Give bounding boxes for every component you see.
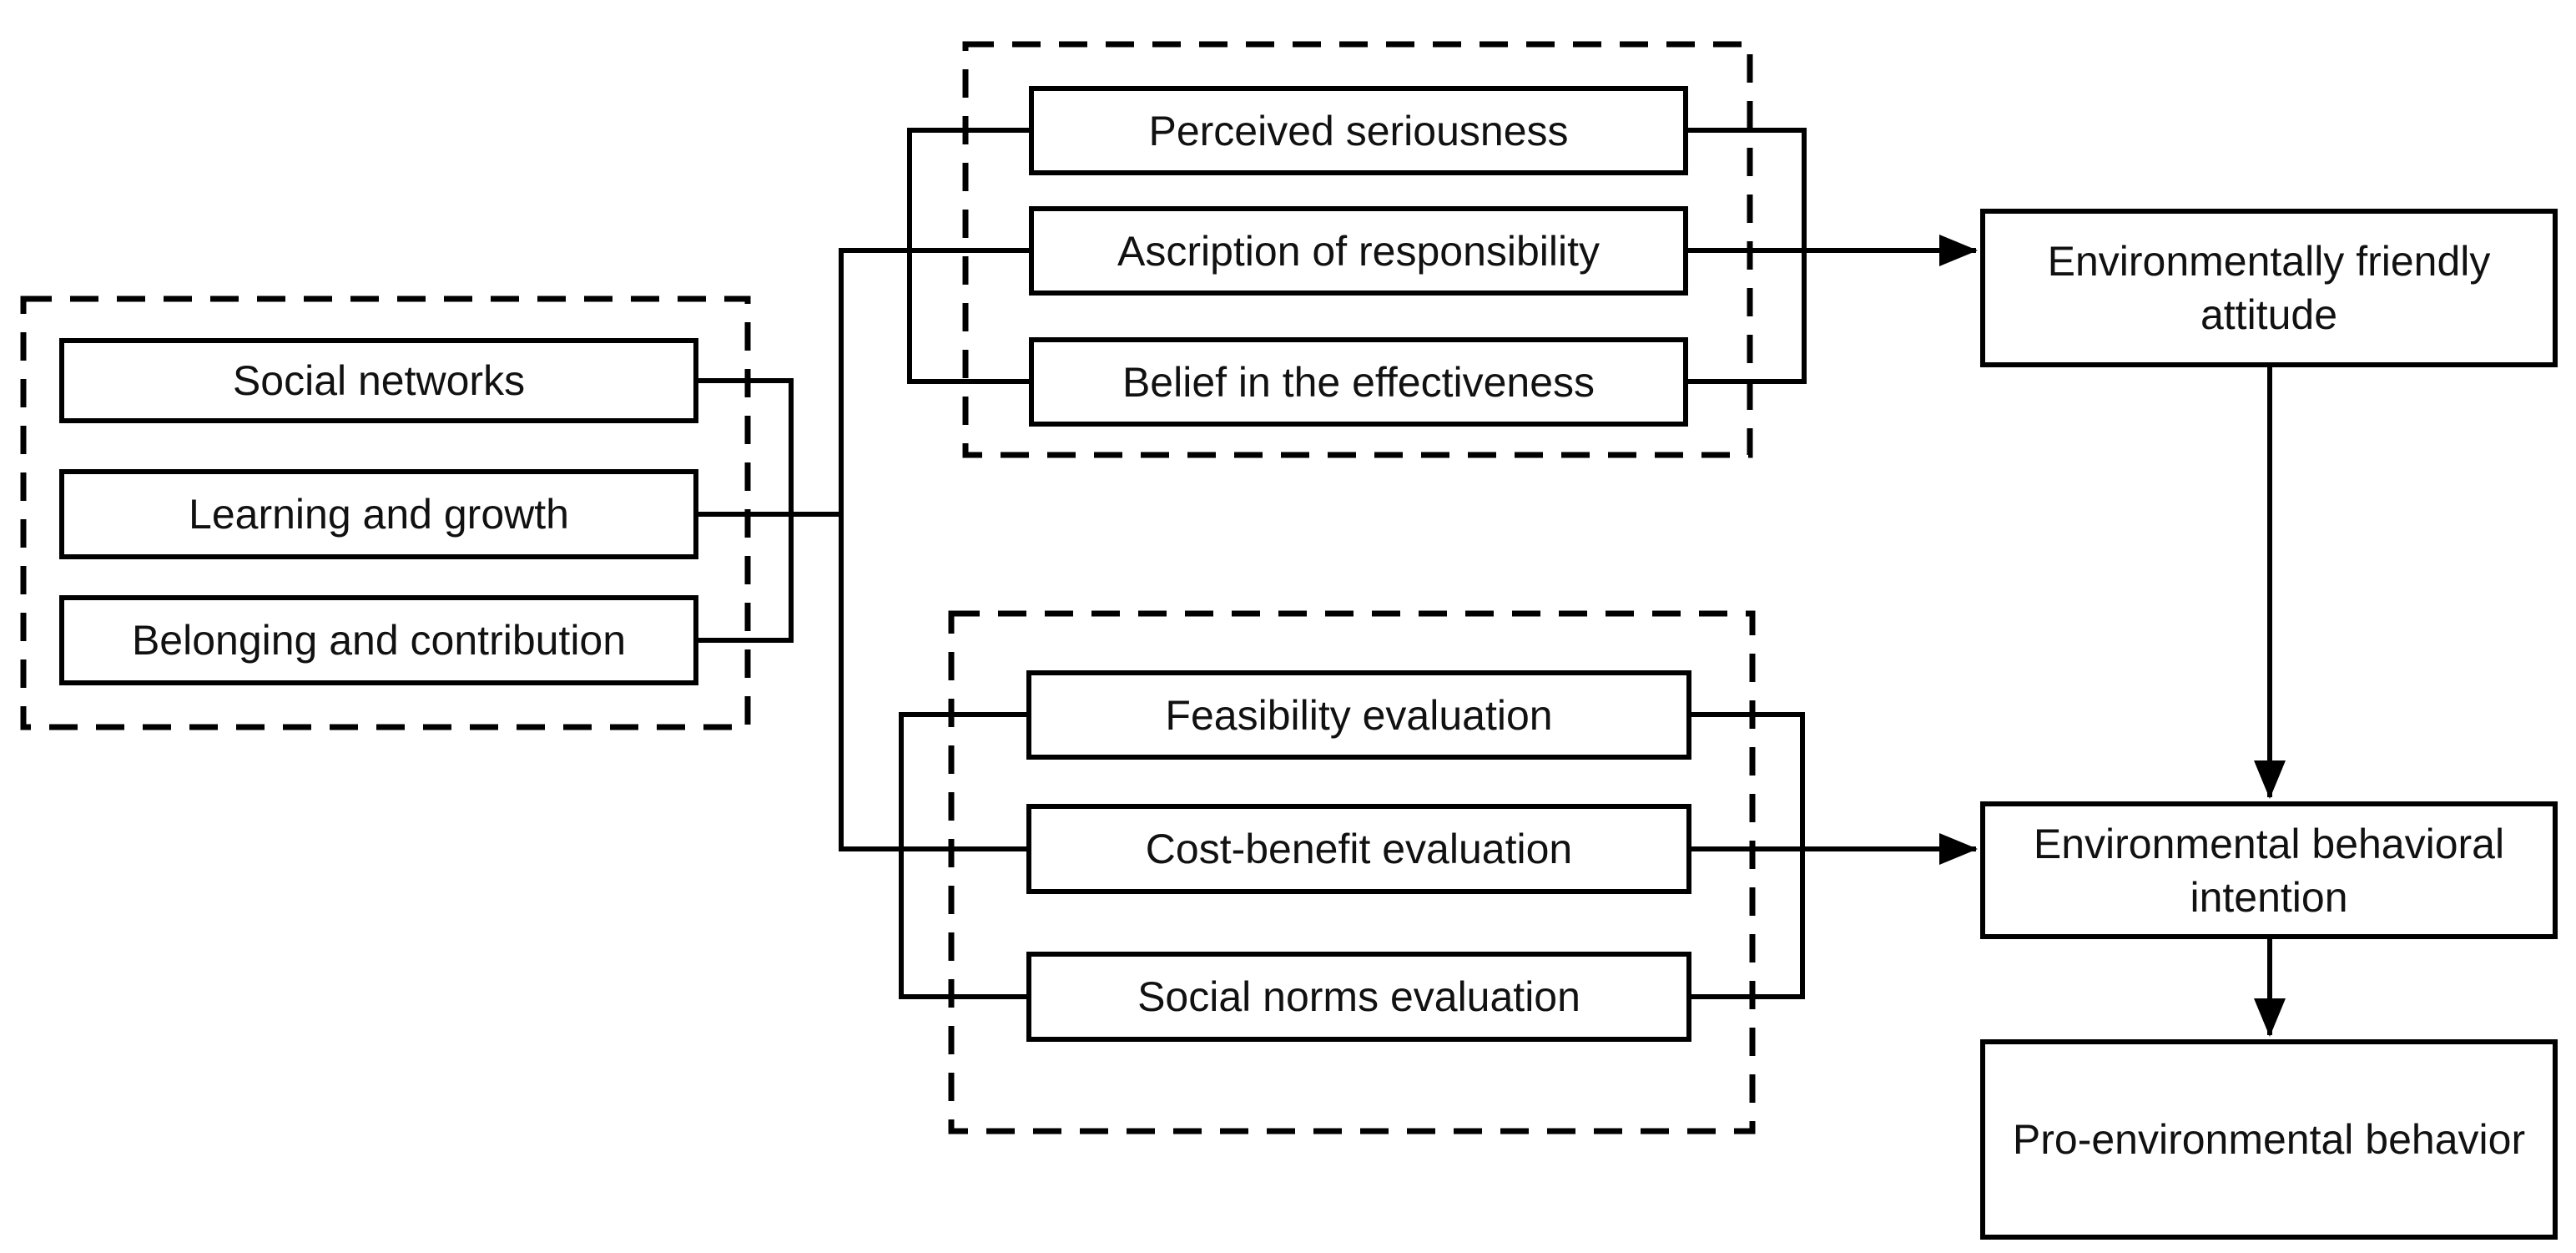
box-pro-environmental-behavior: Pro-environmental behavior (1980, 1039, 2558, 1240)
box-social-networks: Social networks (59, 338, 698, 423)
box-ascription-of-responsibility: Ascription of responsibility (1029, 206, 1688, 296)
box-perceived-seriousness: Perceived seriousness (1029, 86, 1688, 175)
bottom-group-dashed-container (948, 610, 1756, 1134)
box-environmental-behavioral-intention: Environmental behavioral intention (1980, 801, 2558, 939)
box-environmentally-friendly-attitude: Environmentally friendly attitude (1980, 209, 2558, 367)
box-social-norms-evaluation: Social norms evaluation (1026, 952, 1691, 1042)
box-belonging-and-contribution: Belonging and contribution (59, 595, 698, 685)
box-feasibility-evaluation: Feasibility evaluation (1026, 670, 1691, 760)
box-cost-benefit-evaluation: Cost-benefit evaluation (1026, 804, 1691, 894)
box-learning-and-growth: Learning and growth (59, 469, 698, 559)
box-belief-in-the-effectiveness: Belief in the effectiveness (1029, 337, 1688, 427)
